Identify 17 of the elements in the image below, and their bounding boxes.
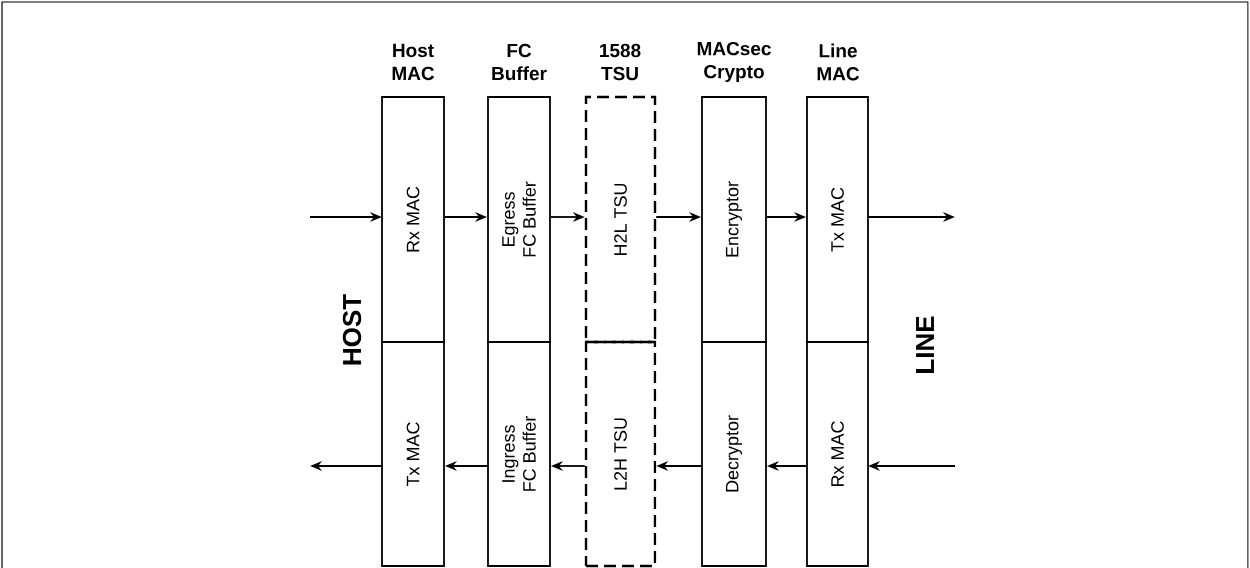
column-heading: Host MAC xyxy=(392,43,435,81)
block: Tx MAC xyxy=(381,341,445,567)
block: Encryptor xyxy=(701,96,767,343)
block: Tx MAC xyxy=(806,96,869,343)
column-heading: 1588 TSU xyxy=(600,43,641,81)
block: Rx MAC xyxy=(381,96,445,343)
dashed-block: H2L TSU xyxy=(584,95,657,344)
side-label: LINE xyxy=(916,316,934,373)
dashed-block: L2H TSU xyxy=(584,340,657,568)
side-label: HOST xyxy=(342,294,362,365)
block: Rx MAC xyxy=(806,341,869,567)
block: Egress FC Buffer xyxy=(487,96,551,343)
column-heading: Line MAC xyxy=(817,43,860,81)
column-heading: FC Buffer xyxy=(492,43,547,81)
column-heading: MACsec Crypto xyxy=(697,41,771,83)
block: Ingress FC Buffer xyxy=(487,341,551,567)
block: Decryptor xyxy=(701,341,767,567)
